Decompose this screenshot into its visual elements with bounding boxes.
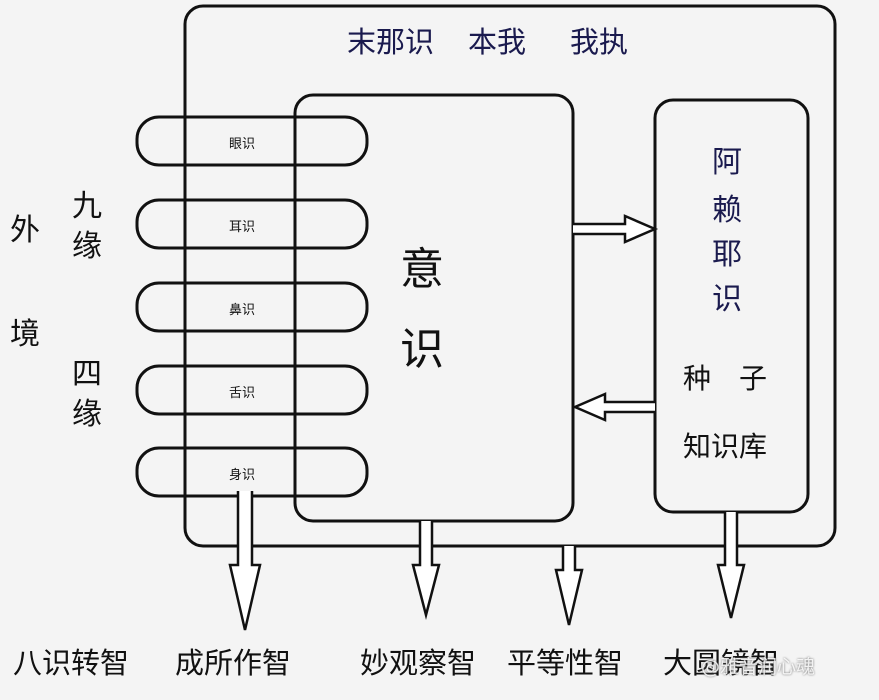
arrow-to-mind [571,392,655,422]
ego-attachment-label: 我执 [570,25,629,59]
knowledge-store-label: 知识库 [683,430,768,463]
wisdom-observing-label: 妙观察智 [360,646,477,680]
manas-label: 末那识 [347,25,435,59]
eye-consciousness-capsule [135,115,369,167]
mind-consciousness-char-1: 意 [400,244,444,295]
watermark: @雅音润心魂 [701,656,816,678]
wisdom-accomplishing-label: 成所作智 [175,646,292,680]
outer-realm-char-2: 境 [10,317,40,352]
eye-consciousness-label: 眼识 [228,137,255,152]
arrow-to-alaya [573,214,659,244]
tongue-consciousness-capsule [135,364,369,416]
alaya-char-3: 耶 [712,237,742,272]
nose-consciousness-label: 鼻识 [228,303,255,318]
mind-consciousness-char-2: 识 [400,324,444,375]
wisdom-mirror-label: 大圆镜智 [663,646,780,680]
alaya-char-4: 识 [712,282,742,317]
arrow-down-3 [554,546,584,626]
alaya-char-2: 赖 [712,193,742,228]
ear-consciousness-capsule [135,198,369,250]
nine-conditions-char-1: 九 [72,189,102,224]
body-consciousness-label: 身识 [228,468,255,483]
wisdom-equality-label: 平等性智 [507,646,624,680]
arrow-down-4 [716,512,746,619]
self-label: 本我 [468,25,527,59]
four-conditions-char-1: 四 [72,357,102,392]
arrow-down-1 [228,491,262,631]
tongue-consciousness-label: 舌识 [228,386,255,401]
nose-consciousness-capsule [135,281,369,333]
outer-realm-char-1: 外 [10,213,40,248]
mind-box [293,93,575,523]
alaya-char-1: 阿 [712,145,742,180]
ear-consciousness-label: 耳识 [228,220,255,235]
nine-conditions-char-2: 缘 [72,229,102,264]
eight-consciousness-transform-label: 八识转智 [13,646,130,680]
seeds-label: 种 子 [683,362,768,395]
arrow-down-2 [411,521,441,620]
four-conditions-char-2: 缘 [72,397,102,432]
manas-box [183,4,837,548]
